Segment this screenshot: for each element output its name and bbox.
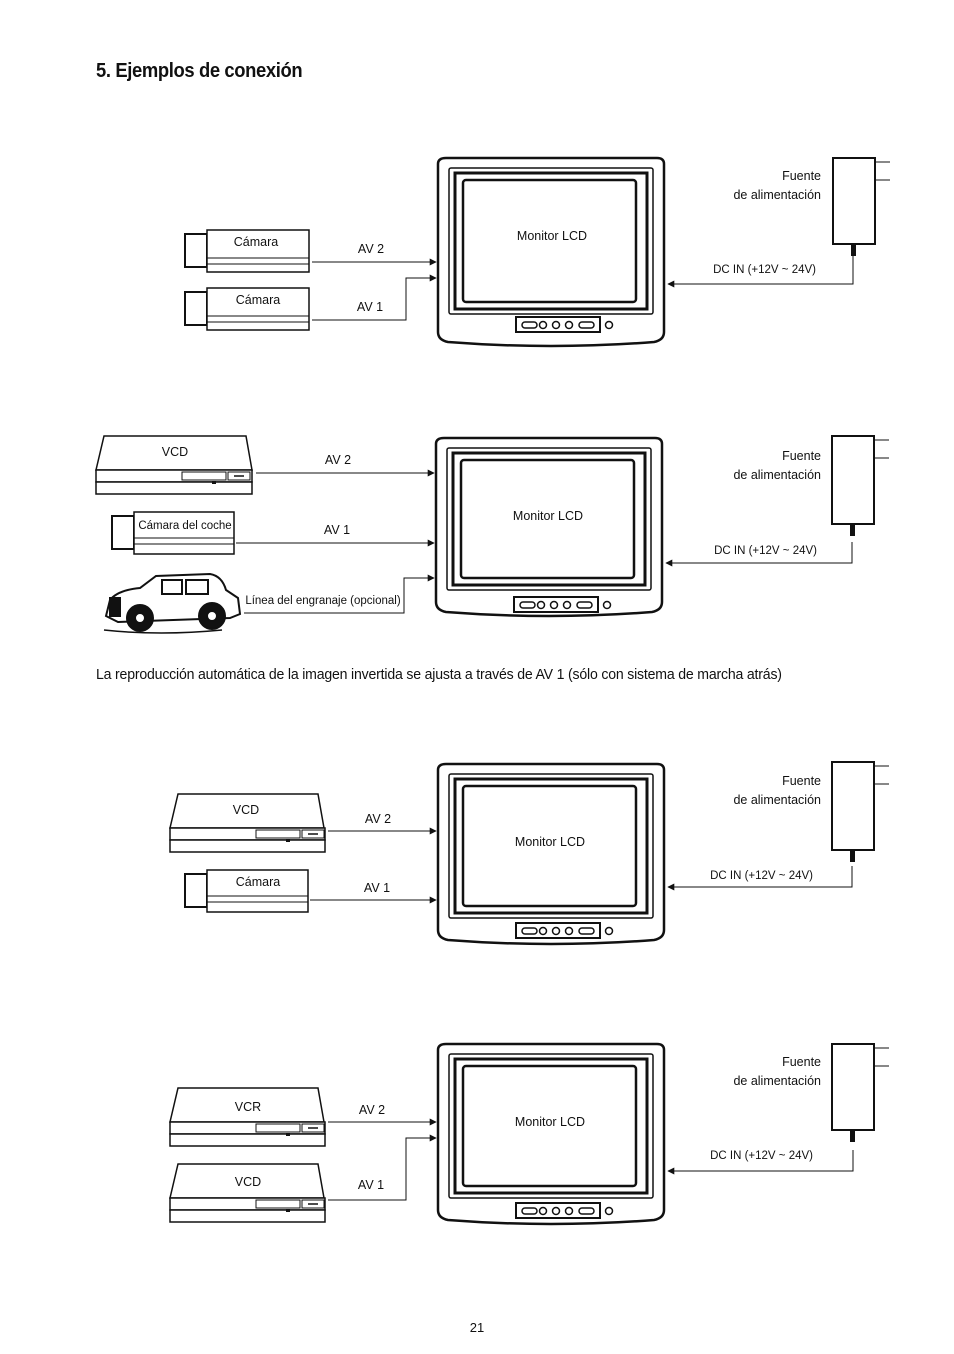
- power-label: Fuente: [782, 449, 821, 463]
- car-camera: Cámara del coche: [111, 511, 235, 555]
- page-title: 5. Ejemplos de conexión: [96, 60, 303, 82]
- port-label: AV 2: [359, 1103, 385, 1117]
- power-label: de alimentación: [733, 468, 821, 482]
- connection-diagram-3: VCD AV 2 Cámara AV 1 Monitor LCD Fuente …: [0, 756, 954, 976]
- power-supply: Fuente de alimentación: [733, 157, 890, 256]
- power-label: Fuente: [782, 774, 821, 788]
- power-label: de alimentación: [733, 188, 821, 202]
- lcd-monitor: Monitor LCD: [436, 762, 666, 946]
- port-label: AV 1: [357, 300, 383, 314]
- power-label: Fuente: [782, 1055, 821, 1069]
- dc-in-label: DC IN (+12V ~ 24V): [714, 545, 817, 557]
- monitor-label: Monitor LCD: [513, 509, 583, 523]
- camera-device: Cámara: [184, 869, 309, 913]
- device-label: VCD: [235, 1175, 261, 1189]
- monitor-label: Monitor LCD: [517, 229, 587, 243]
- power-supply: Fuente de alimentación: [733, 761, 889, 862]
- device-label: Cámara: [236, 293, 281, 307]
- power-label: Fuente: [782, 169, 821, 183]
- device-label: VCR: [235, 1100, 261, 1114]
- power-label: de alimentación: [733, 1074, 821, 1088]
- power-supply: Fuente de alimentación: [733, 1043, 889, 1142]
- connection-diagram-4: VCR AV 2 VCD AV 1 Monitor LCD Fuente de …: [0, 1036, 954, 1256]
- connection-diagram-2: VCD AV 2 Cámara del coche AV 1 Línea del…: [0, 430, 954, 650]
- lcd-monitor: Monitor LCD: [436, 1042, 666, 1226]
- camera-device: Cámara: [184, 287, 310, 331]
- device-label: Cámara del coche: [138, 520, 231, 532]
- power-supply: Fuente de alimentación: [733, 435, 889, 536]
- port-label: AV 1: [324, 523, 350, 537]
- page-number: 21: [469, 1320, 485, 1335]
- device-label: VCD: [233, 803, 259, 817]
- vcr-player: VCR: [169, 1087, 326, 1147]
- port-label: AV 2: [358, 242, 384, 256]
- connection-diagram-1: Cámara AV 2 Cámara AV 1 Monitor LCD Fuen…: [0, 150, 954, 370]
- gear-line-label: Línea del engranaje (opcional): [245, 595, 401, 607]
- camera-device: Cámara: [184, 229, 310, 273]
- lcd-monitor: Monitor LCD: [434, 436, 664, 618]
- vcd-player: VCD: [95, 435, 253, 495]
- vcd-player: VCD: [169, 793, 326, 853]
- car-icon: [103, 572, 242, 634]
- lcd-monitor: Monitor LCD: [436, 156, 666, 348]
- device-label: Cámara: [236, 875, 281, 889]
- monitor-label: Monitor LCD: [515, 835, 585, 849]
- note-text: La reproducción automática de la imagen …: [96, 666, 782, 683]
- dc-in-label: DC IN (+12V ~ 24V): [710, 1150, 813, 1162]
- device-label: Cámara: [234, 235, 279, 249]
- port-label: AV 2: [365, 812, 391, 826]
- device-label: VCD: [162, 445, 188, 459]
- port-label: AV 1: [364, 881, 390, 895]
- port-label: AV 2: [325, 453, 351, 467]
- dc-in-label: DC IN (+12V ~ 24V): [710, 870, 813, 882]
- vcd-player: VCD: [169, 1163, 326, 1223]
- port-label: AV 1: [358, 1178, 384, 1192]
- power-label: de alimentación: [733, 793, 821, 807]
- monitor-label: Monitor LCD: [515, 1115, 585, 1129]
- dc-in-label: DC IN (+12V ~ 24V): [713, 264, 816, 276]
